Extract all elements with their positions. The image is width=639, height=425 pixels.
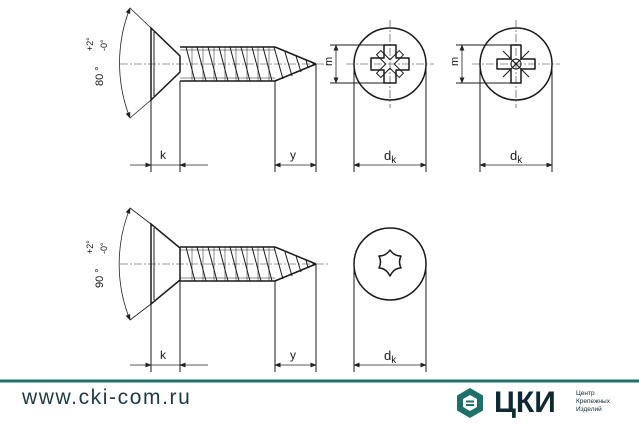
top-head-view-pozidriv	[456, 20, 560, 172]
top-screw-side-view	[119, 7, 330, 172]
bottom-angle-label: 90 °	[94, 268, 106, 288]
bottom-tol-upper: +2°	[85, 240, 95, 254]
top-dk1-label: dk	[384, 148, 397, 166]
top-m1-label: m	[323, 57, 335, 66]
footer-url[interactable]: www.cki-com.ru	[22, 386, 192, 409]
top-k-label: k	[160, 148, 167, 162]
top-head-view-phillips	[330, 20, 434, 172]
bottom-tol-lower: -0°	[99, 242, 109, 254]
top-dk2-label: dk	[510, 148, 523, 166]
logo-subtitle: Центр Крепежных Изделий	[576, 390, 610, 413]
bottom-head-view-torx	[353, 227, 427, 372]
top-angle-label: 80 °	[94, 66, 106, 86]
top-threads	[180, 46, 309, 82]
bottom-threads	[180, 246, 309, 282]
bottom-screw-side-view	[118, 207, 330, 372]
top-tol-lower: -0°	[99, 39, 109, 51]
top-y-label: y	[290, 148, 296, 162]
logo-emblem-icon	[457, 388, 483, 418]
top-m2-label: m	[449, 57, 461, 66]
bottom-dk-label: dk	[384, 348, 397, 366]
bottom-k-label: k	[160, 348, 167, 362]
top-tol-upper: +2°	[85, 37, 95, 51]
logo-word: ЦКИ	[494, 386, 556, 419]
bottom-y-label: y	[290, 348, 296, 362]
